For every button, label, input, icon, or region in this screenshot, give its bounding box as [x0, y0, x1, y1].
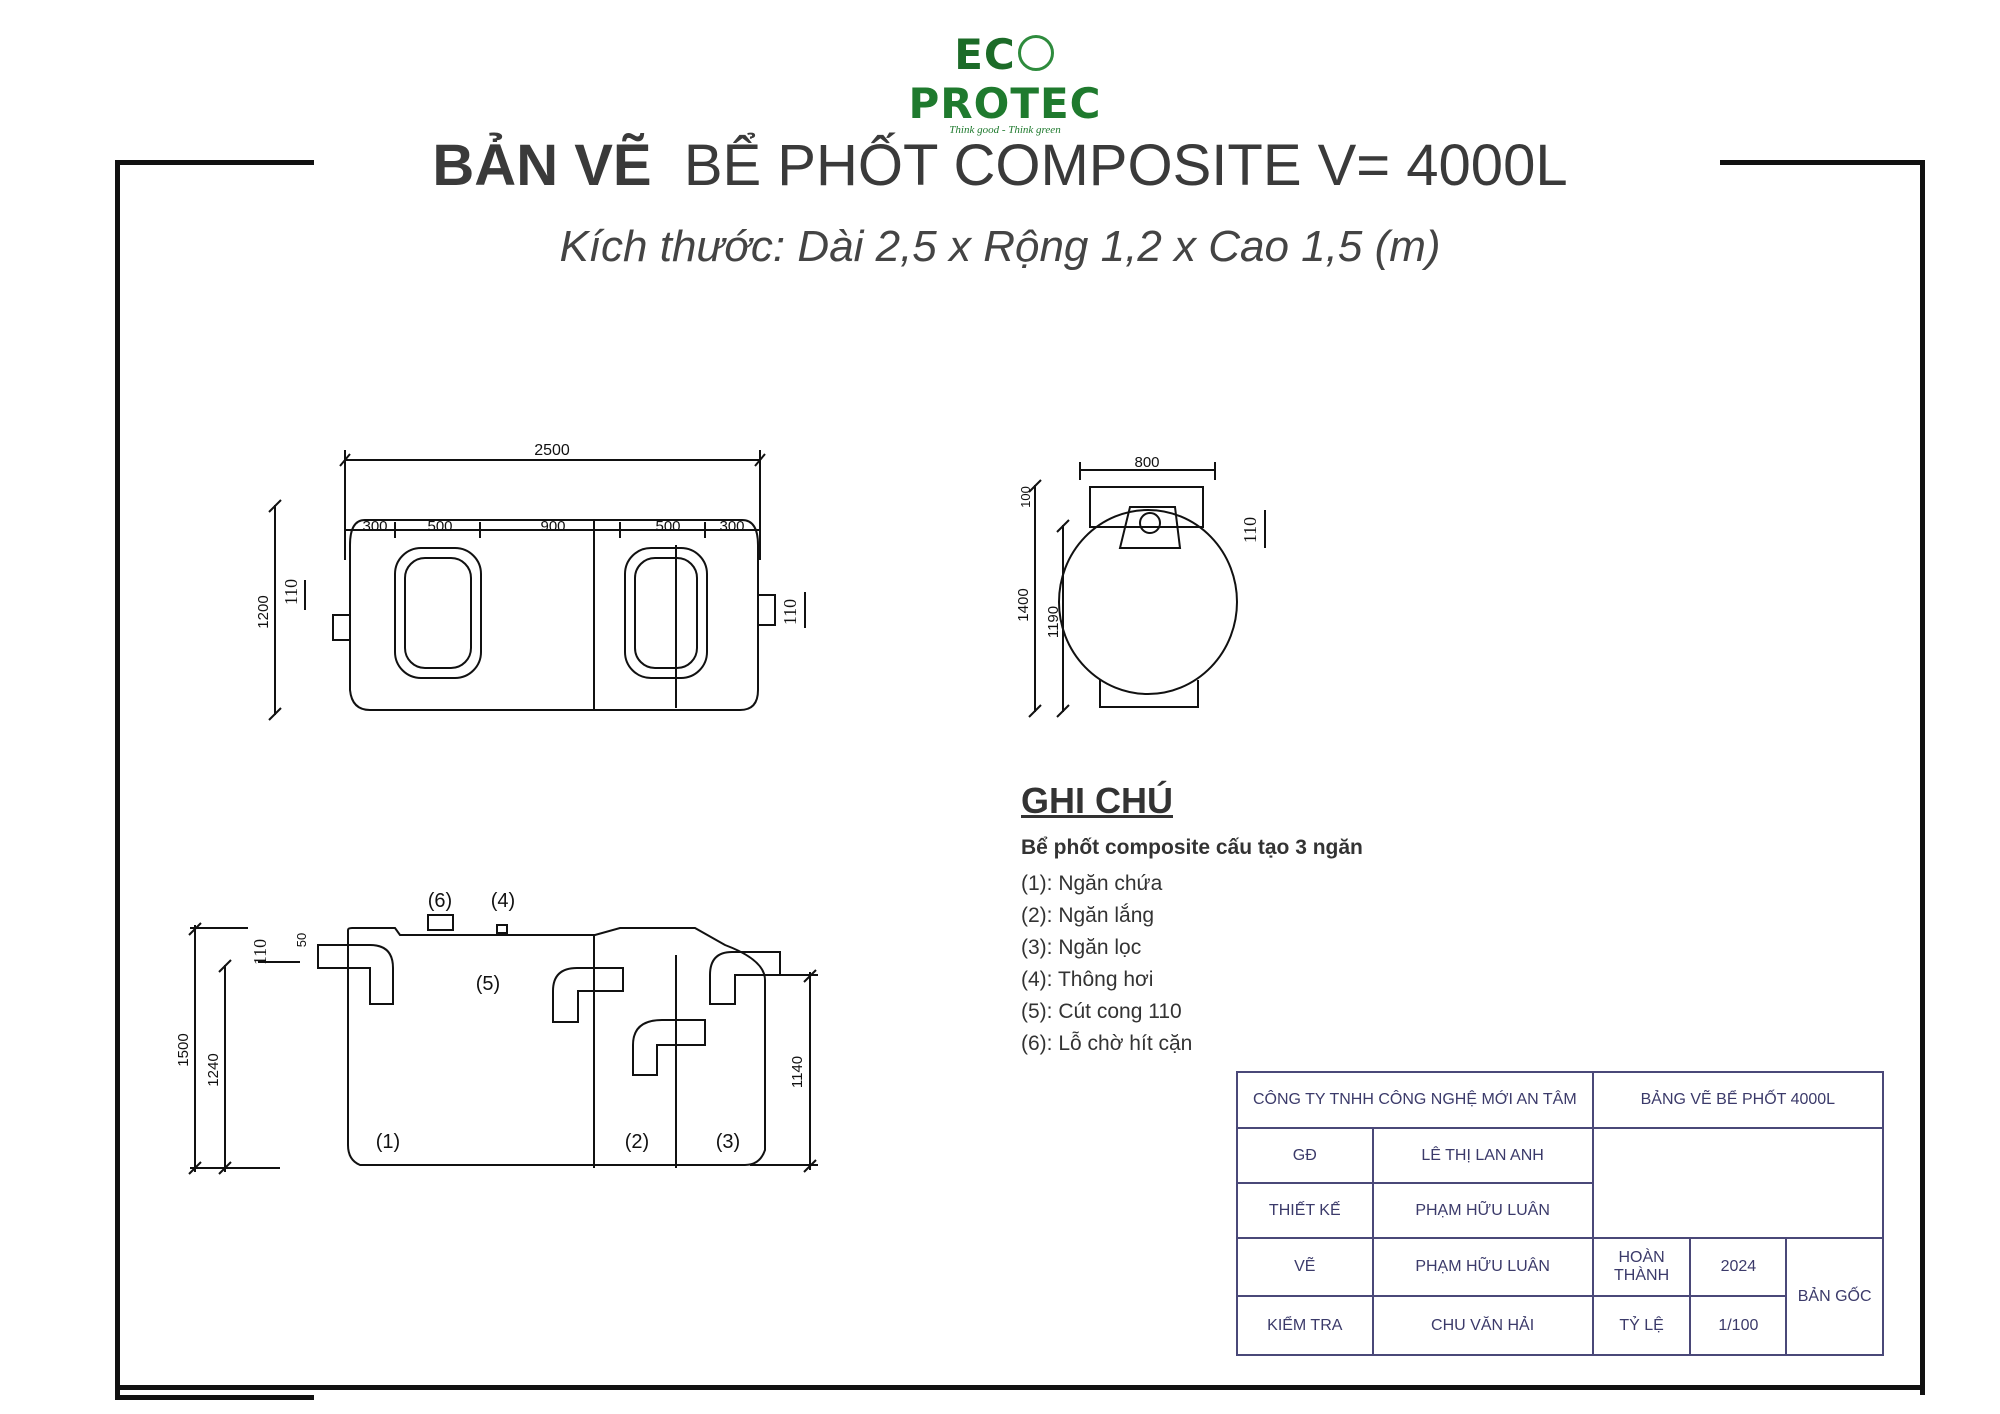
dim-pipe-right: 110 [780, 599, 800, 625]
dim-pipe-left: 110 [281, 579, 301, 605]
title-block: CÔNG TY TNHH CÔNG NGHỆ MỚI AN TÂM BẢNG V… [1236, 1071, 1885, 1356]
dim-height: 1500 [175, 1033, 192, 1066]
tb-original: BẢN GỐC [1785, 1237, 1884, 1356]
tb-blank [1591, 1127, 1885, 1239]
dim-collar: 100 [1018, 486, 1033, 508]
tb-role: KIỂM TRA [1236, 1295, 1374, 1356]
notes-subtitle: Bể phốt composite cấu tạo 3 ngăn [1021, 836, 1363, 859]
dim-seg-1: 300 [362, 518, 387, 535]
dim-seg-2: 500 [427, 518, 452, 535]
end-view: 800 100 1400 1190 110 [1015, 454, 1266, 718]
frame-top-right [1720, 160, 1925, 165]
logo-brand-right: PROTEC [908, 79, 1102, 128]
note-item: (6): Lỗ chờ hít cặn [1021, 1032, 1193, 1055]
logo: ECPROTEC Think good - Think green [870, 30, 1140, 136]
label-2: (2) [625, 1131, 649, 1153]
page-title: BẢN VẼ BỂ PHỐT COMPOSITE V= 4000L [320, 132, 1680, 199]
tb-name: PHẠM HỮU LUÂN [1371, 1182, 1594, 1239]
top-view: 2500 300 500 900 500 300 1200 110 110 [255, 442, 806, 721]
dim-end-pipe: 110 [1240, 517, 1260, 543]
logo-circle-icon [1017, 35, 1054, 71]
label-5: (5) [476, 973, 500, 995]
page-subtitle: Kích thước: Dài 2,5 x Rộng 1,2 x Cao 1,5… [559, 222, 1441, 271]
label-1: (1) [376, 1131, 400, 1153]
dim-seg-3: 900 [540, 518, 565, 535]
logo-brand-left: EC [954, 30, 1016, 79]
dim-seg-4: 500 [655, 518, 680, 535]
section-view: (6) (4) (5) (1) (2) (3) 1500 1240 110 50… [175, 890, 818, 1175]
dim-end-height: 1400 [1015, 588, 1032, 621]
dim-width: 1200 [255, 595, 272, 628]
tb-role: THIẾT KẾ [1236, 1182, 1374, 1239]
note-item: (5): Cút cong 110 [1021, 1000, 1182, 1023]
dim-section-pipe: 110 [250, 939, 270, 965]
tb-name: PHẠM HỮU LUÂN [1371, 1237, 1594, 1297]
notes: GHI CHÚ Bể phốt composite cấu tạo 3 ngăn… [1021, 780, 1521, 1060]
frame-right [1920, 160, 1925, 1395]
label-6: (6) [428, 890, 452, 912]
note-item: (2): Ngăn lắng [1021, 904, 1155, 927]
dim-outlet-height: 1140 [789, 1056, 806, 1088]
note-item: (3): Ngăn lọc [1021, 936, 1142, 959]
tb-completed-value: 2024 [1689, 1237, 1788, 1297]
note-item: (4): Thông hơi [1021, 968, 1154, 991]
dim-inlet-height: 1240 [205, 1053, 222, 1086]
title-rest: BỂ PHỐT COMPOSITE V= 4000L [683, 133, 1568, 198]
dim-overall-length: 2500 [534, 442, 570, 459]
notes-title: GHI CHÚ [1021, 780, 1173, 821]
tb-role: VẼ [1236, 1237, 1374, 1297]
frame-bottom [115, 1385, 1925, 1390]
tb-name: CHU VĂN HẢI [1371, 1295, 1594, 1356]
title-bold: BẢN VẼ [432, 133, 652, 198]
note-item: (1): Ngăn chứa [1021, 872, 1163, 895]
dim-top-width: 800 [1134, 454, 1159, 471]
tb-name: LÊ THỊ LAN ANH [1371, 1127, 1594, 1184]
tb-scale-label: TỶ LỆ [1591, 1295, 1692, 1356]
logo-tagline: Think good - Think green [949, 124, 1061, 136]
dim-offset: 50 [294, 933, 309, 947]
label-4: (4) [491, 890, 515, 912]
dim-seg-5: 300 [719, 518, 744, 535]
tb-role: GĐ [1236, 1127, 1374, 1184]
tb-completed-label: HOÀN THÀNH [1591, 1237, 1692, 1297]
dim-end-body: 1190 [1045, 606, 1062, 638]
tb-scale-value: 1/100 [1689, 1295, 1788, 1356]
label-3: (3) [716, 1131, 740, 1153]
tb-drawing: BẢNG VẼ BỂ PHỐT 4000L [1591, 1071, 1885, 1129]
frame-left [115, 160, 314, 1400]
tb-company: CÔNG TY TNHH CÔNG NGHỆ MỚI AN TÂM [1236, 1071, 1594, 1129]
